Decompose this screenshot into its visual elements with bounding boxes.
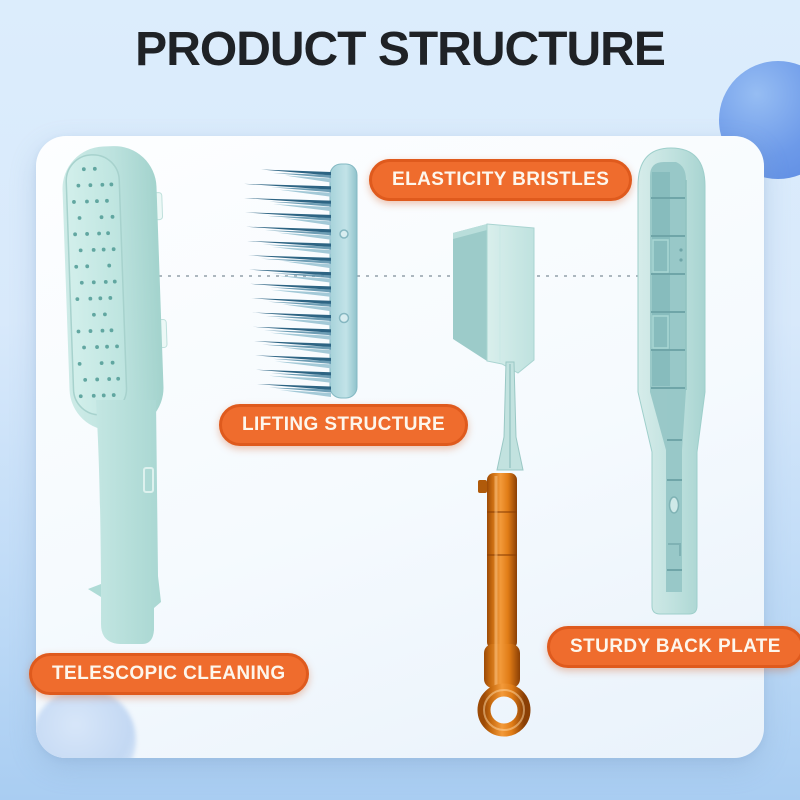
perforation-dots — [72, 166, 121, 399]
label-text: ELASTICITY BRISTLES — [392, 169, 610, 190]
rod-collar — [484, 644, 520, 688]
handle-side-clip — [88, 584, 101, 597]
brush-perforated-plate — [65, 154, 128, 416]
rod-side-pin — [478, 480, 487, 493]
alignment-dashed-line — [150, 275, 644, 277]
card-decor-layer — [36, 136, 764, 758]
plate-side-face — [453, 224, 487, 361]
back-plate-inner-groove — [652, 172, 670, 386]
back-plate-ribs — [651, 197, 685, 571]
page-title: PRODUCT STRUCTURE — [135, 23, 666, 76]
label-text: TELESCOPIC CLEANING — [52, 663, 286, 684]
handle-latch-slot — [143, 467, 154, 493]
label-elasticity-bristles: ELASTICITY BRISTLES — [369, 159, 633, 201]
back-plate-illustration — [637, 147, 706, 615]
telescopic-brush-illustration — [62, 146, 168, 644]
label-text: STURDY BACK PLATE — [570, 636, 781, 657]
decor-circle-bottom-left — [36, 688, 136, 758]
back-plate-keyhole — [668, 496, 680, 514]
label-text: LIFTING STRUCTURE — [242, 414, 446, 435]
pad-hole-bottom — [338, 312, 350, 324]
plate-front-face — [486, 223, 535, 374]
plate-top-edge — [453, 224, 487, 239]
brush-handle — [96, 400, 161, 644]
label-sturdy-back-plate: STURDY BACK PLATE — [547, 626, 800, 668]
bristle-pad-illustration — [244, 163, 358, 399]
label-telescopic-cleaning: TELESCOPIC CLEANING — [29, 653, 309, 695]
bristle-pad-base-strip — [329, 163, 358, 399]
telescopic-rod — [487, 473, 517, 649]
label-lifting-structure: LIFTING STRUCTURE — [219, 404, 469, 446]
bristles — [244, 169, 331, 397]
pad-hole-top — [339, 229, 349, 239]
lifting-plate-and-rod-illustration — [453, 223, 535, 737]
